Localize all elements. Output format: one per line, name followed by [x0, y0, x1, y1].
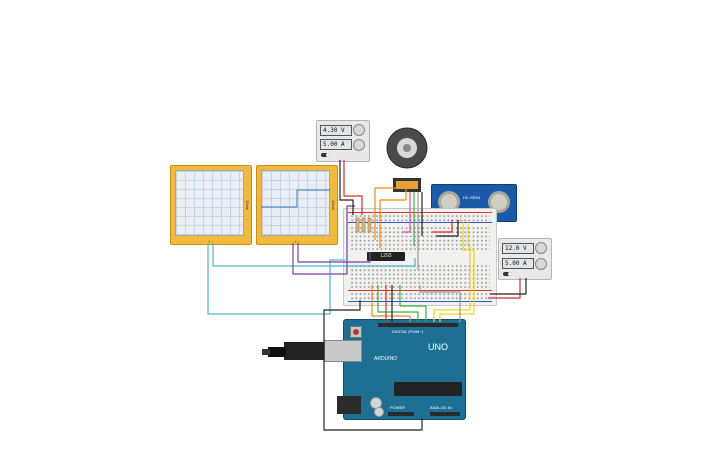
voltage-knob[interactable]: [353, 124, 365, 136]
wire-green-arduino-2: [399, 285, 427, 322]
dc-motor[interactable]: [386, 125, 430, 195]
dc-power-jack[interactable]: [337, 396, 361, 414]
terminal-holes-top: [350, 226, 490, 250]
voltage-knob[interactable]: [535, 242, 547, 254]
power-switch-top[interactable]: [321, 153, 330, 157]
wire-yellow-2: [433, 220, 471, 322]
oscilloscope-2[interactable]: 10ms + −: [256, 165, 338, 245]
digital-label: DIGITAL (PWM~): [392, 329, 423, 334]
wire-black-sensor: [436, 220, 459, 237]
arduino-brand: ARDUINO: [374, 356, 398, 362]
power-rail-bottom-blue: [348, 301, 492, 302]
wire-black-gnd: [323, 300, 423, 431]
power-switch-right[interactable]: [503, 272, 512, 276]
capacitor-2: [374, 407, 384, 417]
wire-orange-2: [379, 188, 407, 248]
oscilloscope-2-side-label: 10ms: [331, 200, 336, 210]
oscilloscope-2-screen: [261, 170, 330, 236]
wire-orange-arduino: [371, 285, 411, 322]
digital-header: [378, 323, 458, 327]
oscilloscope-1[interactable]: 10ms + −: [170, 165, 252, 245]
wire-teal: [207, 243, 345, 315]
wire-red-psu: [343, 160, 363, 215]
power-supply-right-current: 5.00 A: [502, 258, 534, 269]
wire-green-arduino: [377, 285, 419, 322]
usb-cable[interactable]: [262, 340, 328, 364]
wire-orange-motor: [374, 187, 398, 240]
power-label: POWER: [390, 405, 406, 410]
wire-black-psu: [339, 160, 354, 215]
power-supply-right[interactable]: 12.0 V 5.00 A: [498, 238, 552, 280]
sensor-label: HC-SR04: [463, 195, 481, 200]
oscilloscope-2-terminals: + −: [294, 239, 300, 244]
power-rail-top-red: [348, 212, 492, 213]
current-knob[interactable]: [535, 258, 547, 270]
atmega-chip: [394, 382, 462, 396]
power-rail-top-blue: [348, 222, 492, 223]
terminal-holes-bottom: [350, 264, 490, 288]
arduino-model: UNO: [428, 342, 448, 352]
power-supply-right-voltage: 12.0 V: [502, 243, 534, 254]
analog-header: [430, 412, 460, 416]
power-header: [388, 412, 414, 416]
rail-holes-top: [350, 214, 490, 222]
oscilloscope-2-trace: [261, 189, 330, 208]
reset-button[interactable]: [350, 326, 362, 338]
wire-gray-2: [419, 285, 461, 322]
analog-label: ANALOG IN: [430, 405, 452, 410]
wire-teal-2: [212, 243, 416, 267]
current-knob[interactable]: [353, 139, 365, 151]
wire-red-sensor: [432, 220, 453, 233]
wire-red-psu-right: [488, 278, 521, 299]
power-supply-top[interactable]: 4.30 V 5.00 A: [316, 120, 370, 162]
power-supply-top-voltage: 4.30 V: [320, 125, 352, 136]
resistors: [355, 217, 372, 233]
rail-holes-bottom: [350, 292, 490, 300]
arduino-uno[interactable]: DIGITAL (PWM~) ARDUINO UNO POWER ANALOG …: [343, 319, 466, 420]
motor-driver-chip[interactable]: L293: [367, 252, 405, 261]
sensor-receiver: [488, 191, 510, 213]
oscilloscope-1-side-label: 10ms: [245, 200, 250, 210]
wire-purple-2: [297, 243, 371, 263]
power-supply-top-current: 5.00 A: [320, 139, 352, 150]
oscilloscope-1-terminals: + −: [208, 239, 214, 244]
wire-black-psu-right: [490, 278, 527, 295]
wire-pink: [402, 192, 411, 233]
oscilloscope-1-screen: [175, 170, 244, 236]
wire-yellow-sensor: [439, 220, 475, 322]
wire-purple: [292, 205, 355, 275]
